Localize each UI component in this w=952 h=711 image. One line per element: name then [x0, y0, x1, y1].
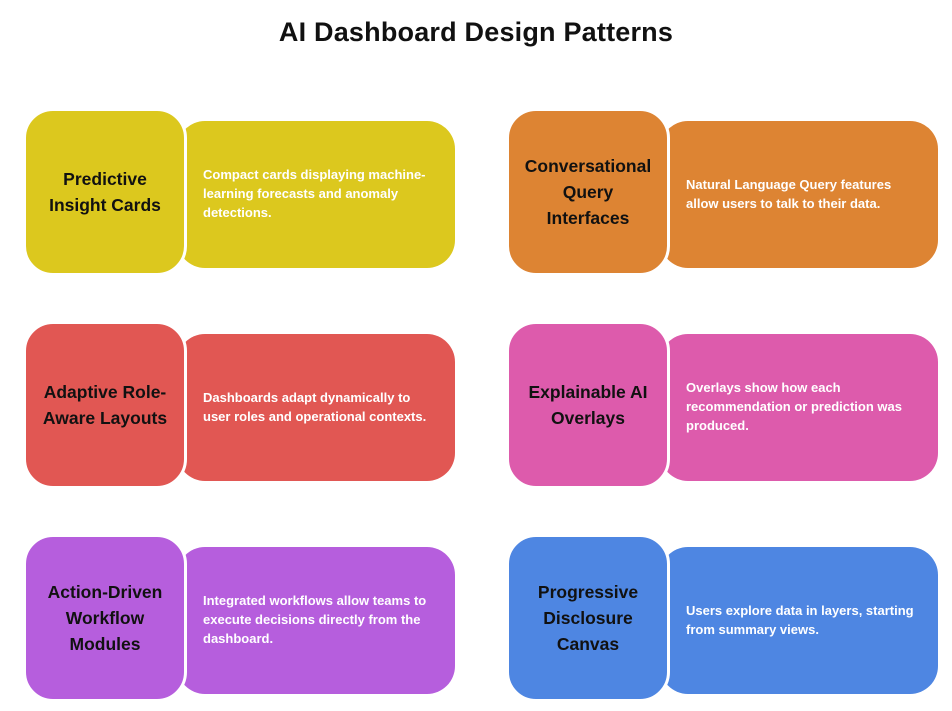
cards-grid: Predictive Insight Cards Compact cards d… [23, 108, 938, 702]
pattern-card-title: Conversational Query Interfaces [506, 108, 670, 276]
pattern-card-description: Overlays show how each recommendation or… [660, 334, 938, 481]
pattern-card-description: Compact cards displaying machine-learnin… [177, 121, 455, 268]
pattern-card-title: Action-Driven Workflow Modules [23, 534, 187, 702]
page-title: AI Dashboard Design Patterns [278, 17, 674, 47]
pattern-card-description: Integrated workflows allow teams to exec… [177, 547, 455, 694]
pattern-card-predictive-insight-cards: Predictive Insight Cards Compact cards d… [23, 108, 455, 276]
pattern-card-title: Predictive Insight Cards [23, 108, 187, 276]
pattern-card-description: Natural Language Query features allow us… [660, 121, 938, 268]
pattern-card-title: Adaptive Role-Aware Layouts [23, 321, 187, 489]
pattern-card-title: Explainable AI Overlays [506, 321, 670, 489]
pattern-card-adaptive-role-aware-layouts: Adaptive Role-Aware Layouts Dashboards a… [23, 321, 455, 489]
pattern-card-description: Users explore data in layers, starting f… [660, 547, 938, 694]
pattern-card-progressive-disclosure-canvas: Progressive Disclosure Canvas Users expl… [506, 534, 938, 702]
pattern-card-action-driven-workflow-modules: Action-Driven Workflow Modules Integrate… [23, 534, 455, 702]
pattern-card-explainable-ai-overlays: Explainable AI Overlays Overlays show ho… [506, 321, 938, 489]
pattern-card-description: Dashboards adapt dynamically to user rol… [177, 334, 455, 481]
pattern-card-title: Progressive Disclosure Canvas [506, 534, 670, 702]
pattern-card-conversational-query-interfaces: Conversational Query Interfaces Natural … [506, 108, 938, 276]
